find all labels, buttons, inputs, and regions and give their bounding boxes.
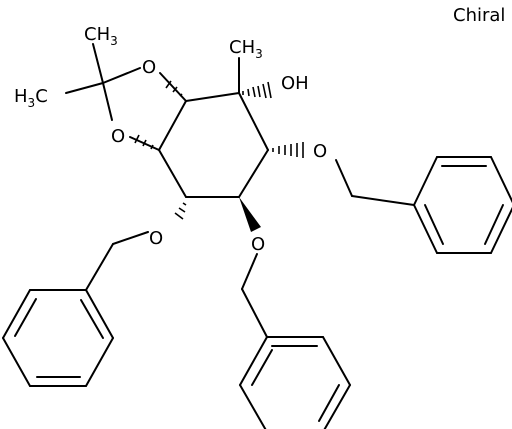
methyl-ring-label: CH3: [229, 37, 263, 61]
oxygen-dioxolane-top: O: [142, 57, 156, 78]
atom-labels: CH3 H3C CH3 O O OH O O O: [14, 24, 327, 255]
oxygen-dioxolane-bottom: O: [111, 126, 125, 147]
oxygen-benzyl-left: O: [149, 228, 163, 249]
bonds: [2, 43, 512, 429]
hydroxyl-label: OH: [281, 73, 309, 94]
methyl-left-label: H3C: [14, 86, 48, 110]
stereo-bonds: [134, 80, 304, 232]
methyl-top-label: CH3: [84, 24, 118, 48]
chiral-label: Chiral: [453, 5, 505, 26]
oxygen-benzyl-right: O: [313, 141, 327, 162]
oxygen-benzyl-center: O: [251, 234, 265, 255]
